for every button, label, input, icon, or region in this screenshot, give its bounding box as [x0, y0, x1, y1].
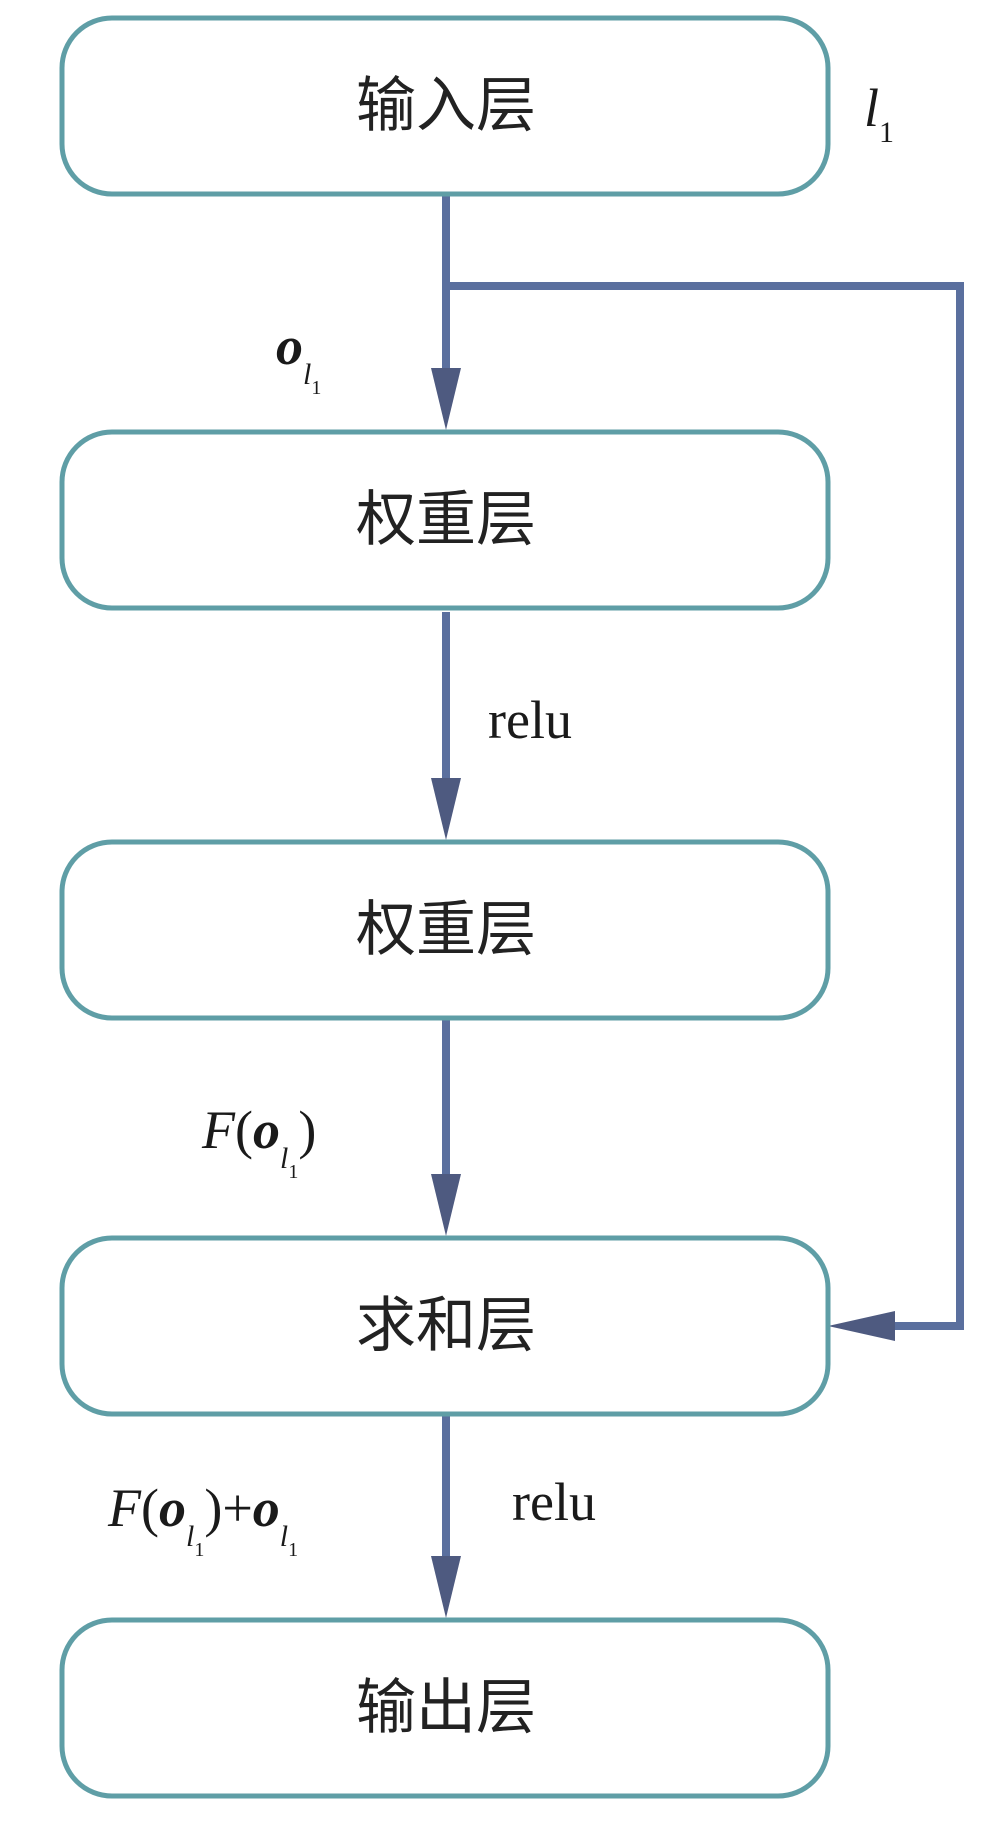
label-sum-sub2: 1	[288, 1539, 298, 1561]
label-F-o-open: (	[235, 1100, 253, 1160]
label-o-l1-sub: 1	[311, 377, 321, 399]
node-output-layer: 输出层	[59, 1617, 831, 1799]
label-F-o: F(ol1)	[201, 1100, 316, 1183]
node-weight-layer-1-label: 权重层	[356, 485, 536, 555]
label-sum-o: o	[159, 1478, 186, 1538]
label-F-o-l: l	[280, 1142, 288, 1175]
label-o-l1-l: l	[303, 358, 311, 391]
arrowhead-weight2	[431, 778, 461, 840]
label-F-o-sub: 1	[288, 1161, 298, 1183]
node-input-layer-label: 输入层	[356, 71, 536, 141]
label-layer-tag-base: l	[864, 78, 879, 138]
edge-skip-connection	[446, 282, 964, 1330]
label-sum-plus: +	[222, 1478, 252, 1538]
label-o-l1: ol1	[276, 316, 321, 399]
label-F-o-F: F	[201, 1100, 236, 1160]
node-weight-layer-2: 权重层	[59, 839, 831, 1021]
node-weight-layer-1: 权重层	[59, 429, 831, 611]
label-F-o-o: o	[253, 1100, 280, 1160]
label-sum-F: F	[107, 1478, 142, 1538]
label-sum-close: )	[204, 1478, 222, 1538]
arrowhead-sum	[431, 1174, 461, 1236]
label-sum-l2: l	[280, 1520, 288, 1553]
label-relu-2: relu	[512, 1472, 596, 1532]
label-sum-sub: 1	[194, 1539, 204, 1561]
node-input-layer: 输入层	[59, 15, 831, 197]
label-F-o-close: )	[298, 1100, 316, 1160]
arrowhead-sum-skip	[828, 1311, 895, 1341]
label-layer-tag-sub: 1	[879, 116, 894, 149]
label-F-o-plus-o: F(ol1)+ol1	[107, 1478, 298, 1561]
arrowhead-output	[431, 1556, 461, 1618]
label-sum-l: l	[186, 1520, 194, 1553]
label-relu-1: relu	[488, 690, 572, 750]
label-layer-tag: l1	[864, 78, 894, 149]
label-sum-open: (	[141, 1478, 159, 1538]
arrowhead-weight1	[431, 368, 461, 430]
node-output-layer-label: 输出层	[356, 1673, 536, 1743]
label-sum-o2: o	[253, 1478, 280, 1538]
node-sum-layer-label: 求和层	[356, 1291, 536, 1361]
node-sum-layer: 求和层	[59, 1235, 831, 1417]
node-weight-layer-2-label: 权重层	[356, 895, 536, 965]
label-o-l1-o: o	[276, 316, 303, 376]
